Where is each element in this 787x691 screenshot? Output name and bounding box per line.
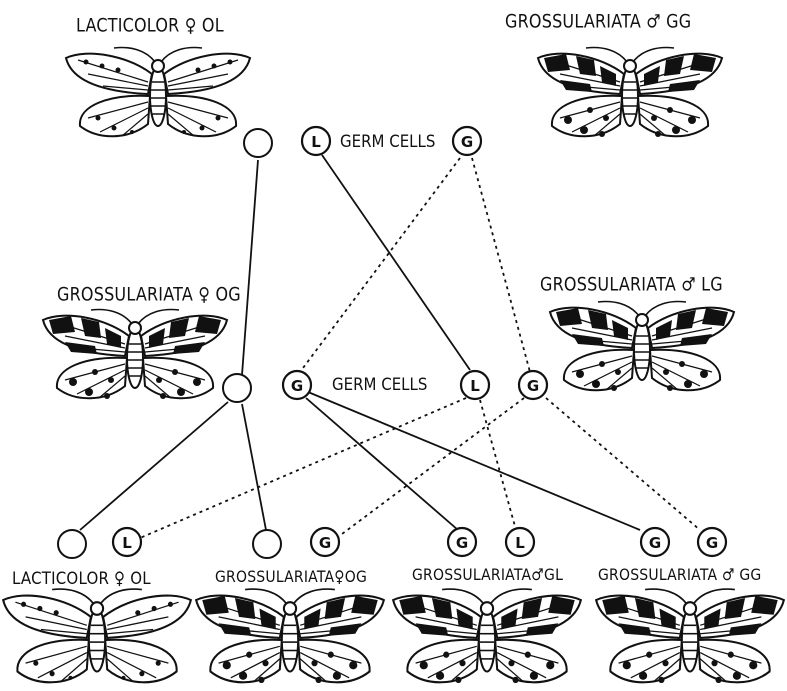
- germ-cell-empty: [244, 129, 272, 157]
- germ-cell-g: G: [448, 528, 476, 556]
- germ-cells-label-gen2: GERM CELLS: [332, 374, 427, 395]
- moth-grossulariata-male-gl-f2: [393, 589, 581, 683]
- label-grossulariata-male-f1: GROSSULARIATA ♂ LG: [540, 273, 723, 295]
- label-lacticolor-female-parent: LACTICOLOR ♀ OL: [76, 14, 224, 36]
- germ-cell-letter: G: [319, 534, 331, 552]
- germ-cell-letter: G: [649, 534, 661, 552]
- label-grossulariata-female-f2: GROSSULARIATA♀OG: [215, 568, 367, 586]
- dotted-line: [546, 398, 700, 530]
- germ-cell-letter: L: [311, 133, 321, 151]
- label-grossulariata-male-gl-f2: GROSSULARIATA♂GL: [412, 566, 563, 584]
- germ-cell-letter: L: [515, 534, 525, 552]
- label-grossulariata-female-f1: GROSSULARIATA ♀ OG: [57, 283, 241, 305]
- germ-cell-letter: L: [470, 377, 480, 395]
- moth-grossulariata-female-f1: [43, 310, 227, 399]
- germ-cell-g: G: [641, 528, 669, 556]
- germ-cell-letter: G: [527, 377, 539, 395]
- moth-grossulariata-male-f1: [550, 302, 734, 391]
- label-grossulariata-male-parent: GROSSULARIATA ♂ GG: [505, 10, 691, 32]
- label-grossulariata-male-gg-f2: GROSSULARIATA ♂ GG: [598, 566, 761, 584]
- moth-lacticolor-female-parent: [66, 48, 250, 137]
- germ-cell-g: G: [519, 371, 547, 399]
- germ-cell-g: G: [453, 127, 481, 155]
- solid-line: [80, 402, 228, 530]
- germ-cell-l: L: [302, 127, 330, 155]
- solid-line: [322, 155, 470, 370]
- germ-cell-g: G: [283, 371, 311, 399]
- dotted-line: [140, 398, 466, 538]
- germ-cell-l: L: [461, 371, 489, 399]
- germ-cells-gen3: L G G L G G: [58, 528, 726, 558]
- germ-cell-letter: G: [456, 534, 468, 552]
- germ-cell-empty: [223, 374, 251, 402]
- germ-cell-l: L: [506, 528, 534, 556]
- germ-cell-letter: G: [706, 534, 718, 552]
- solid-line: [308, 392, 640, 530]
- dotted-line: [300, 158, 460, 372]
- germ-cell-letter: L: [122, 534, 132, 552]
- germ-cell-g: G: [311, 528, 339, 556]
- dotted-line: [472, 158, 530, 372]
- label-lacticolor-female-f2: LACTICOLOR ♀ OL: [12, 568, 151, 589]
- moth-grossulariata-female-f2: [196, 589, 384, 683]
- moth-grossulariata-male-parent: [538, 48, 722, 137]
- germ-cells-label-gen1: GERM CELLS: [340, 131, 435, 152]
- germ-cell-letter: G: [291, 377, 303, 395]
- solid-line: [306, 398, 458, 530]
- germ-cell-letter: G: [461, 133, 473, 151]
- germ-cell-empty: [58, 530, 86, 558]
- solid-line: [242, 404, 266, 530]
- moth-grossulariata-male-gg-f2: [596, 589, 784, 683]
- moth-lacticolor-female-f2: [3, 589, 191, 682]
- solid-line: [242, 160, 258, 375]
- germ-cell-l: L: [113, 528, 141, 556]
- germ-cell-empty: [253, 530, 281, 558]
- germ-cell-g: G: [698, 528, 726, 556]
